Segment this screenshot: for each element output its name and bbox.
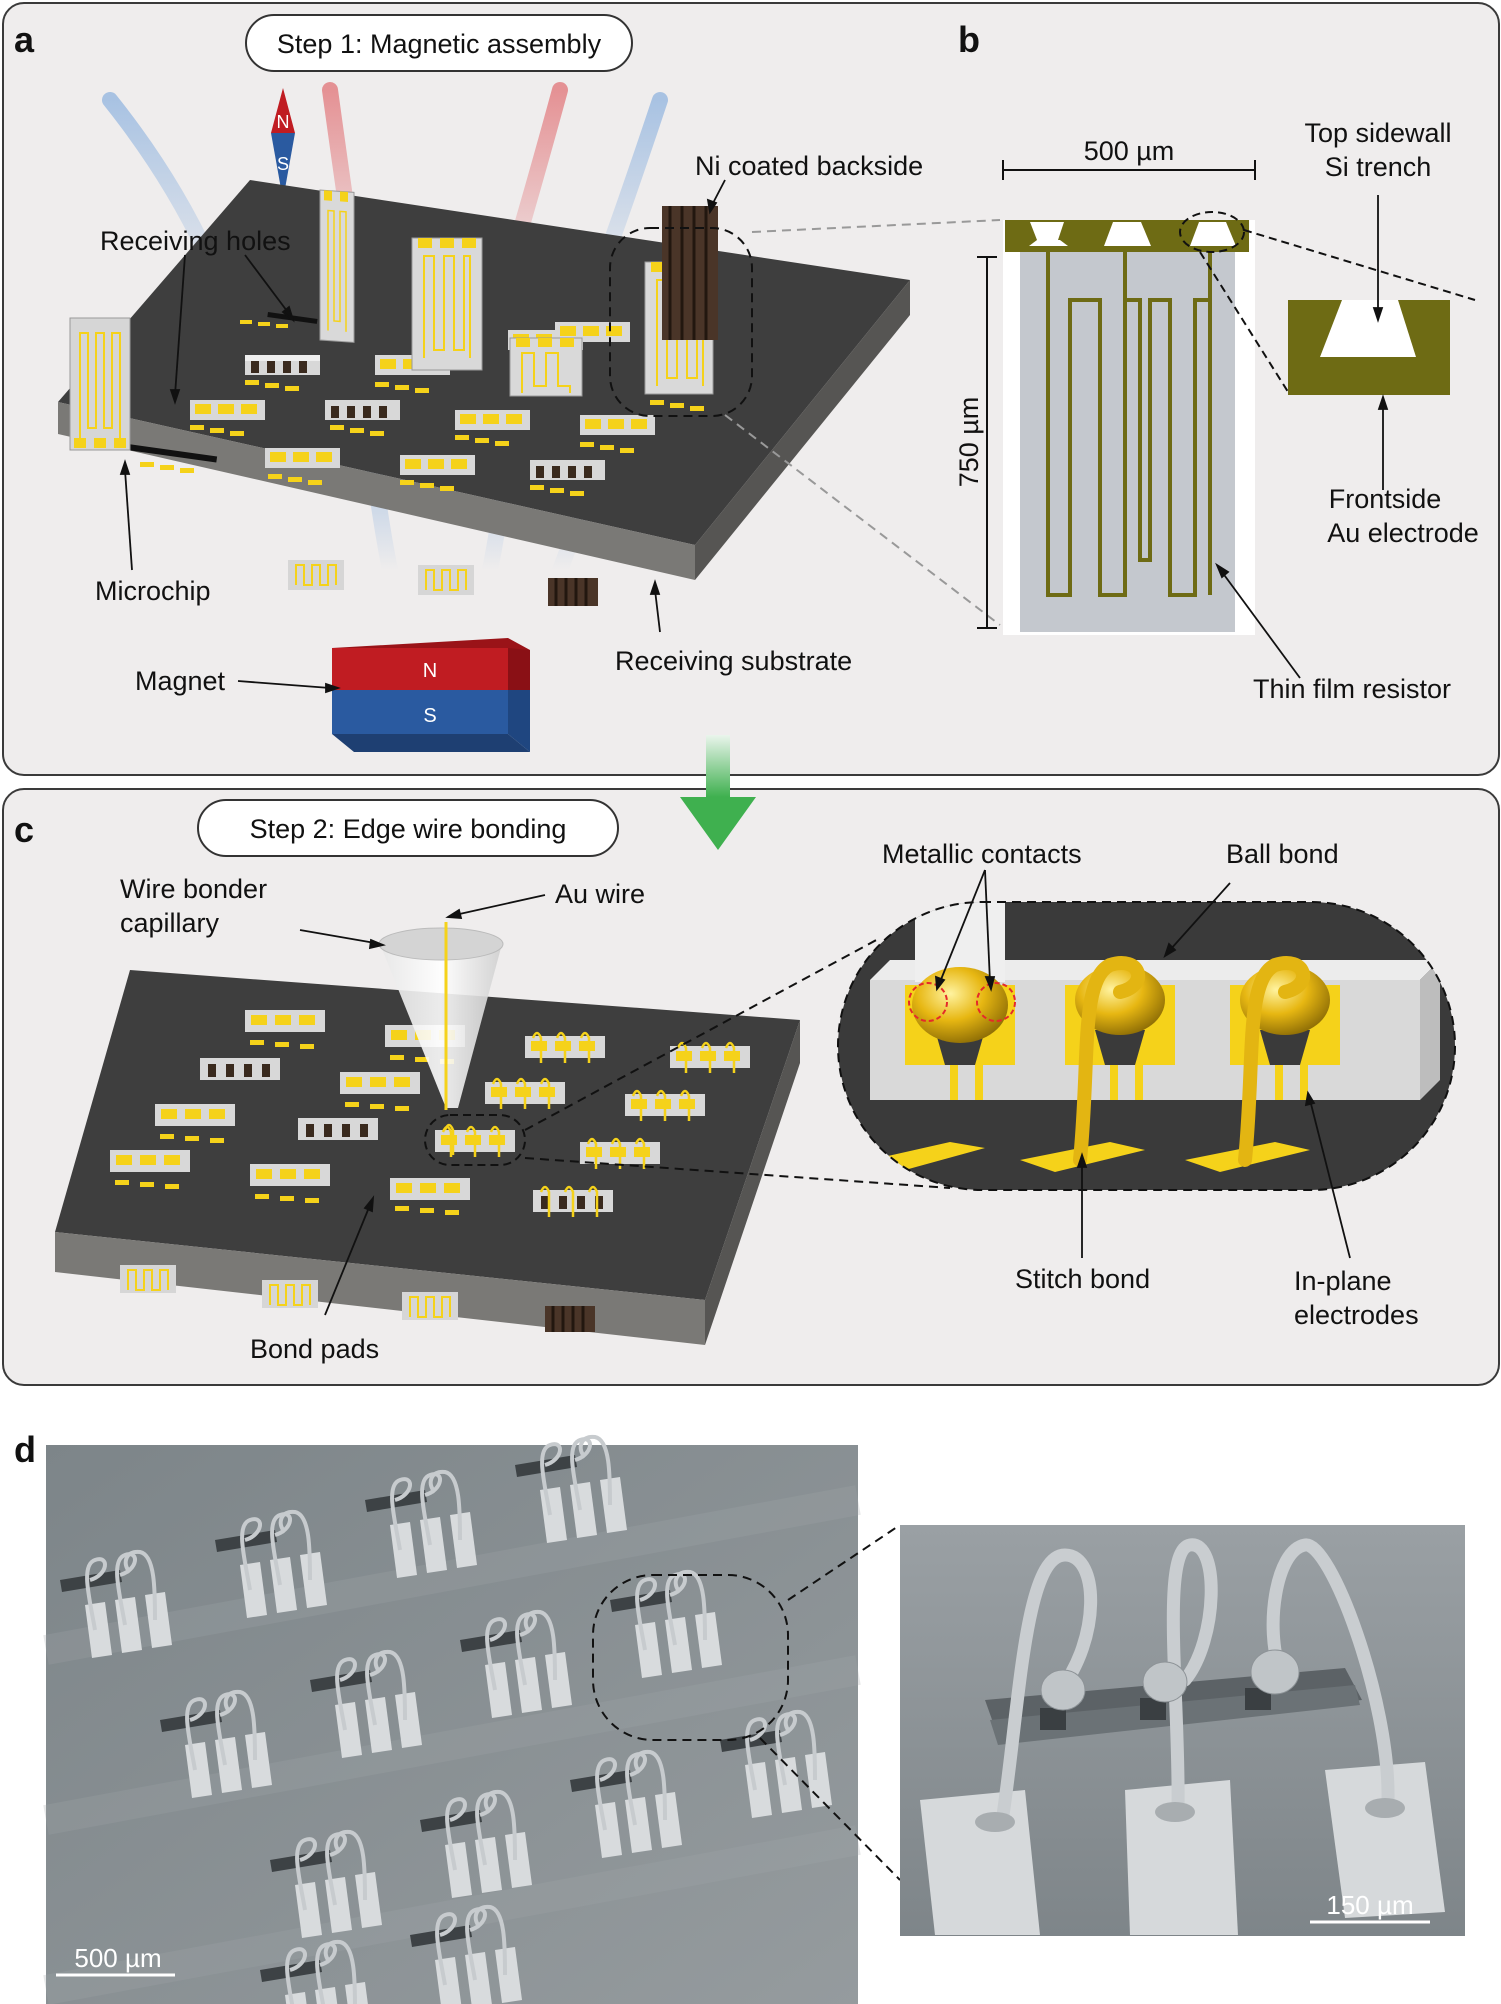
magnet-s: S <box>423 705 436 727</box>
standing-microchips <box>69 189 718 451</box>
chip-resistor-area <box>1020 250 1235 632</box>
zoom-circle-a <box>609 227 753 417</box>
sem-chip-unit <box>215 1509 327 1618</box>
underside-chips-a <box>288 560 598 606</box>
frontside-label-1: Frontside <box>1329 484 1442 514</box>
scale-left-label: 500 µm <box>74 1943 161 1973</box>
thin-film-label: Thin film resistor <box>1253 674 1451 704</box>
underside-chips-c <box>120 1265 595 1332</box>
metallic-contacts-label: Metallic contacts <box>882 839 1082 869</box>
compass-s: S <box>277 154 289 174</box>
sem-chip-unit <box>365 1469 477 1578</box>
compass-n: N <box>277 112 290 132</box>
sem-chip-unit <box>160 1689 272 1798</box>
zoom-line-bottom-a <box>724 414 1001 626</box>
wire-bonder-capillary <box>378 922 504 1110</box>
zoom-line-d1 <box>787 1524 901 1601</box>
magnet-label: Magnet <box>135 666 226 696</box>
zoom-circle-d <box>592 1574 789 1741</box>
bonded-wires-c <box>441 1031 736 1217</box>
receiving-holes-label: Receiving holes <box>100 226 291 256</box>
frontside-label-2: Au electrode <box>1327 518 1479 548</box>
sem-chip-unit <box>60 1549 172 1658</box>
panel-c-letter: c <box>14 809 34 850</box>
sem-chip-unit <box>310 1649 422 1758</box>
sem-image-closeup <box>900 1525 1465 1936</box>
inplane-label-2: electrodes <box>1294 1300 1419 1330</box>
step-transition-arrow-icon <box>680 735 756 850</box>
zoom-circle-b <box>1179 211 1245 253</box>
stitch-bond-label: Stitch bond <box>1015 1264 1150 1294</box>
sem-chip-array <box>60 1434 832 2004</box>
dimension-width <box>1002 160 1256 180</box>
microchip-label: Microchip <box>95 576 211 606</box>
receiving-substrate-c <box>55 970 800 1345</box>
sem-chip-unit <box>610 1569 722 1678</box>
panel-a-letter: a <box>14 19 35 60</box>
ball-bond-label: Ball bond <box>1226 839 1339 869</box>
sem-chip-unit <box>260 1939 368 2004</box>
sem-chip-unit <box>410 1904 522 2004</box>
wire-bond-inset <box>837 901 1456 1191</box>
annotations-a <box>119 179 726 694</box>
width-dim-label: 500 µm <box>1084 136 1175 166</box>
sem-chip-unit <box>570 1749 682 1858</box>
step1-pill <box>245 14 633 72</box>
compass-needle-icon: N S <box>271 88 295 200</box>
scale-right-label: 150 µm <box>1326 1890 1413 1920</box>
zoom-line-c2 <box>524 1157 951 1189</box>
sem-chip-unit <box>420 1789 532 1898</box>
dimension-height <box>977 256 997 629</box>
thin-film-resistor-path <box>1046 252 1212 597</box>
bond-pads-label: Bond pads <box>250 1334 379 1364</box>
chip-top-electrodes <box>1005 220 1249 252</box>
magnet-n: N <box>423 660 437 682</box>
height-dim-label: 750 µm <box>954 397 984 488</box>
sem-chip-unit <box>515 1434 627 1543</box>
inplane-label-1: In-plane <box>1294 1266 1392 1296</box>
step2-pill <box>197 799 619 857</box>
step1-label: Step 1: Magnetic assembly <box>277 29 602 59</box>
annotations-b <box>1215 195 1389 679</box>
ni-backside-label: Ni coated backside <box>695 151 923 181</box>
top-sidewall-label-1: Top sidewall <box>1304 118 1451 148</box>
trench-detail <box>1288 300 1450 395</box>
annotations-c <box>299 869 1351 1316</box>
panel-d-letter: d <box>14 1429 36 1470</box>
capillary-label-1: Wire bonder <box>120 874 267 904</box>
top-sidewall-label-2: Si trench <box>1325 152 1432 182</box>
sem-chip-unit <box>270 1829 382 1938</box>
capillary-label-2: capillary <box>120 908 220 938</box>
zoom-line-b1 <box>1243 229 1476 301</box>
zoom-line-d2 <box>759 1737 901 1881</box>
zoom-line-top-a <box>751 219 1001 233</box>
sem-chip-unit <box>460 1609 572 1718</box>
step2-label: Step 2: Edge wire bonding <box>250 814 567 844</box>
zoom-line-c1 <box>524 937 881 1131</box>
zoom-line-b2 <box>1199 251 1291 396</box>
magnet: N S <box>332 638 530 752</box>
sem-chip-unit <box>720 1709 832 1818</box>
panel-b-letter: b <box>958 19 980 60</box>
receiving-substrate-label: Receiving substrate <box>615 646 852 676</box>
au-wire-label: Au wire <box>555 879 645 909</box>
